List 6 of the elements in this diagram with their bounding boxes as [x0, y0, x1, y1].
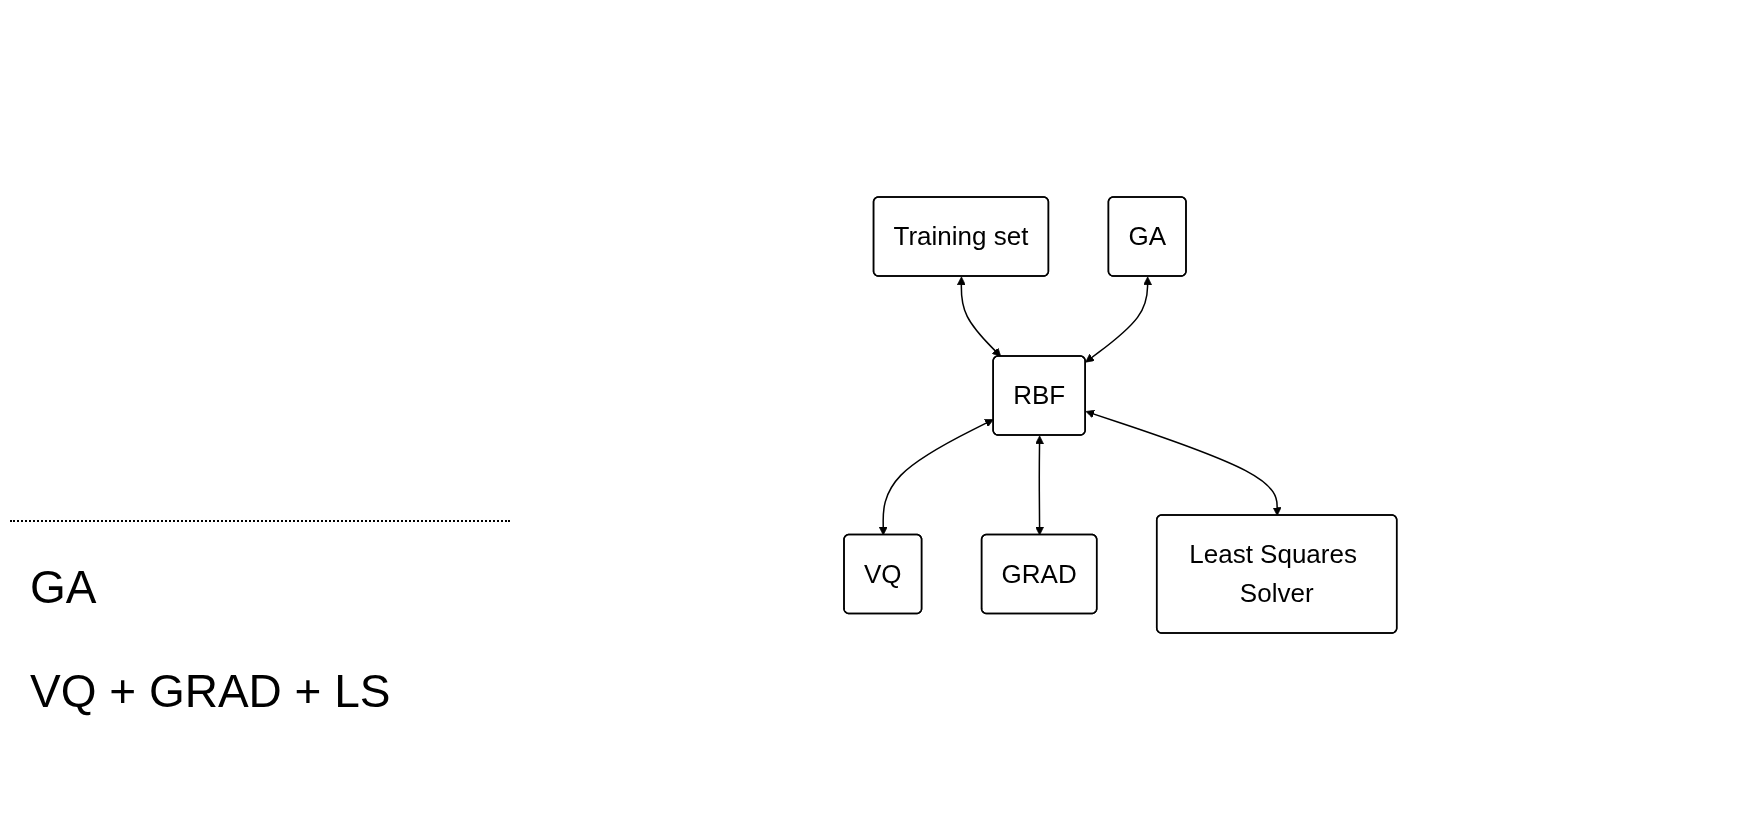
- arrow: [956, 276, 1001, 357]
- arrow: [1084, 276, 1152, 363]
- arrow: [1034, 435, 1044, 536]
- group-label: VQ + GRAD + LS: [30, 664, 391, 718]
- arrow: [1085, 409, 1282, 516]
- group-label: GA: [30, 560, 97, 614]
